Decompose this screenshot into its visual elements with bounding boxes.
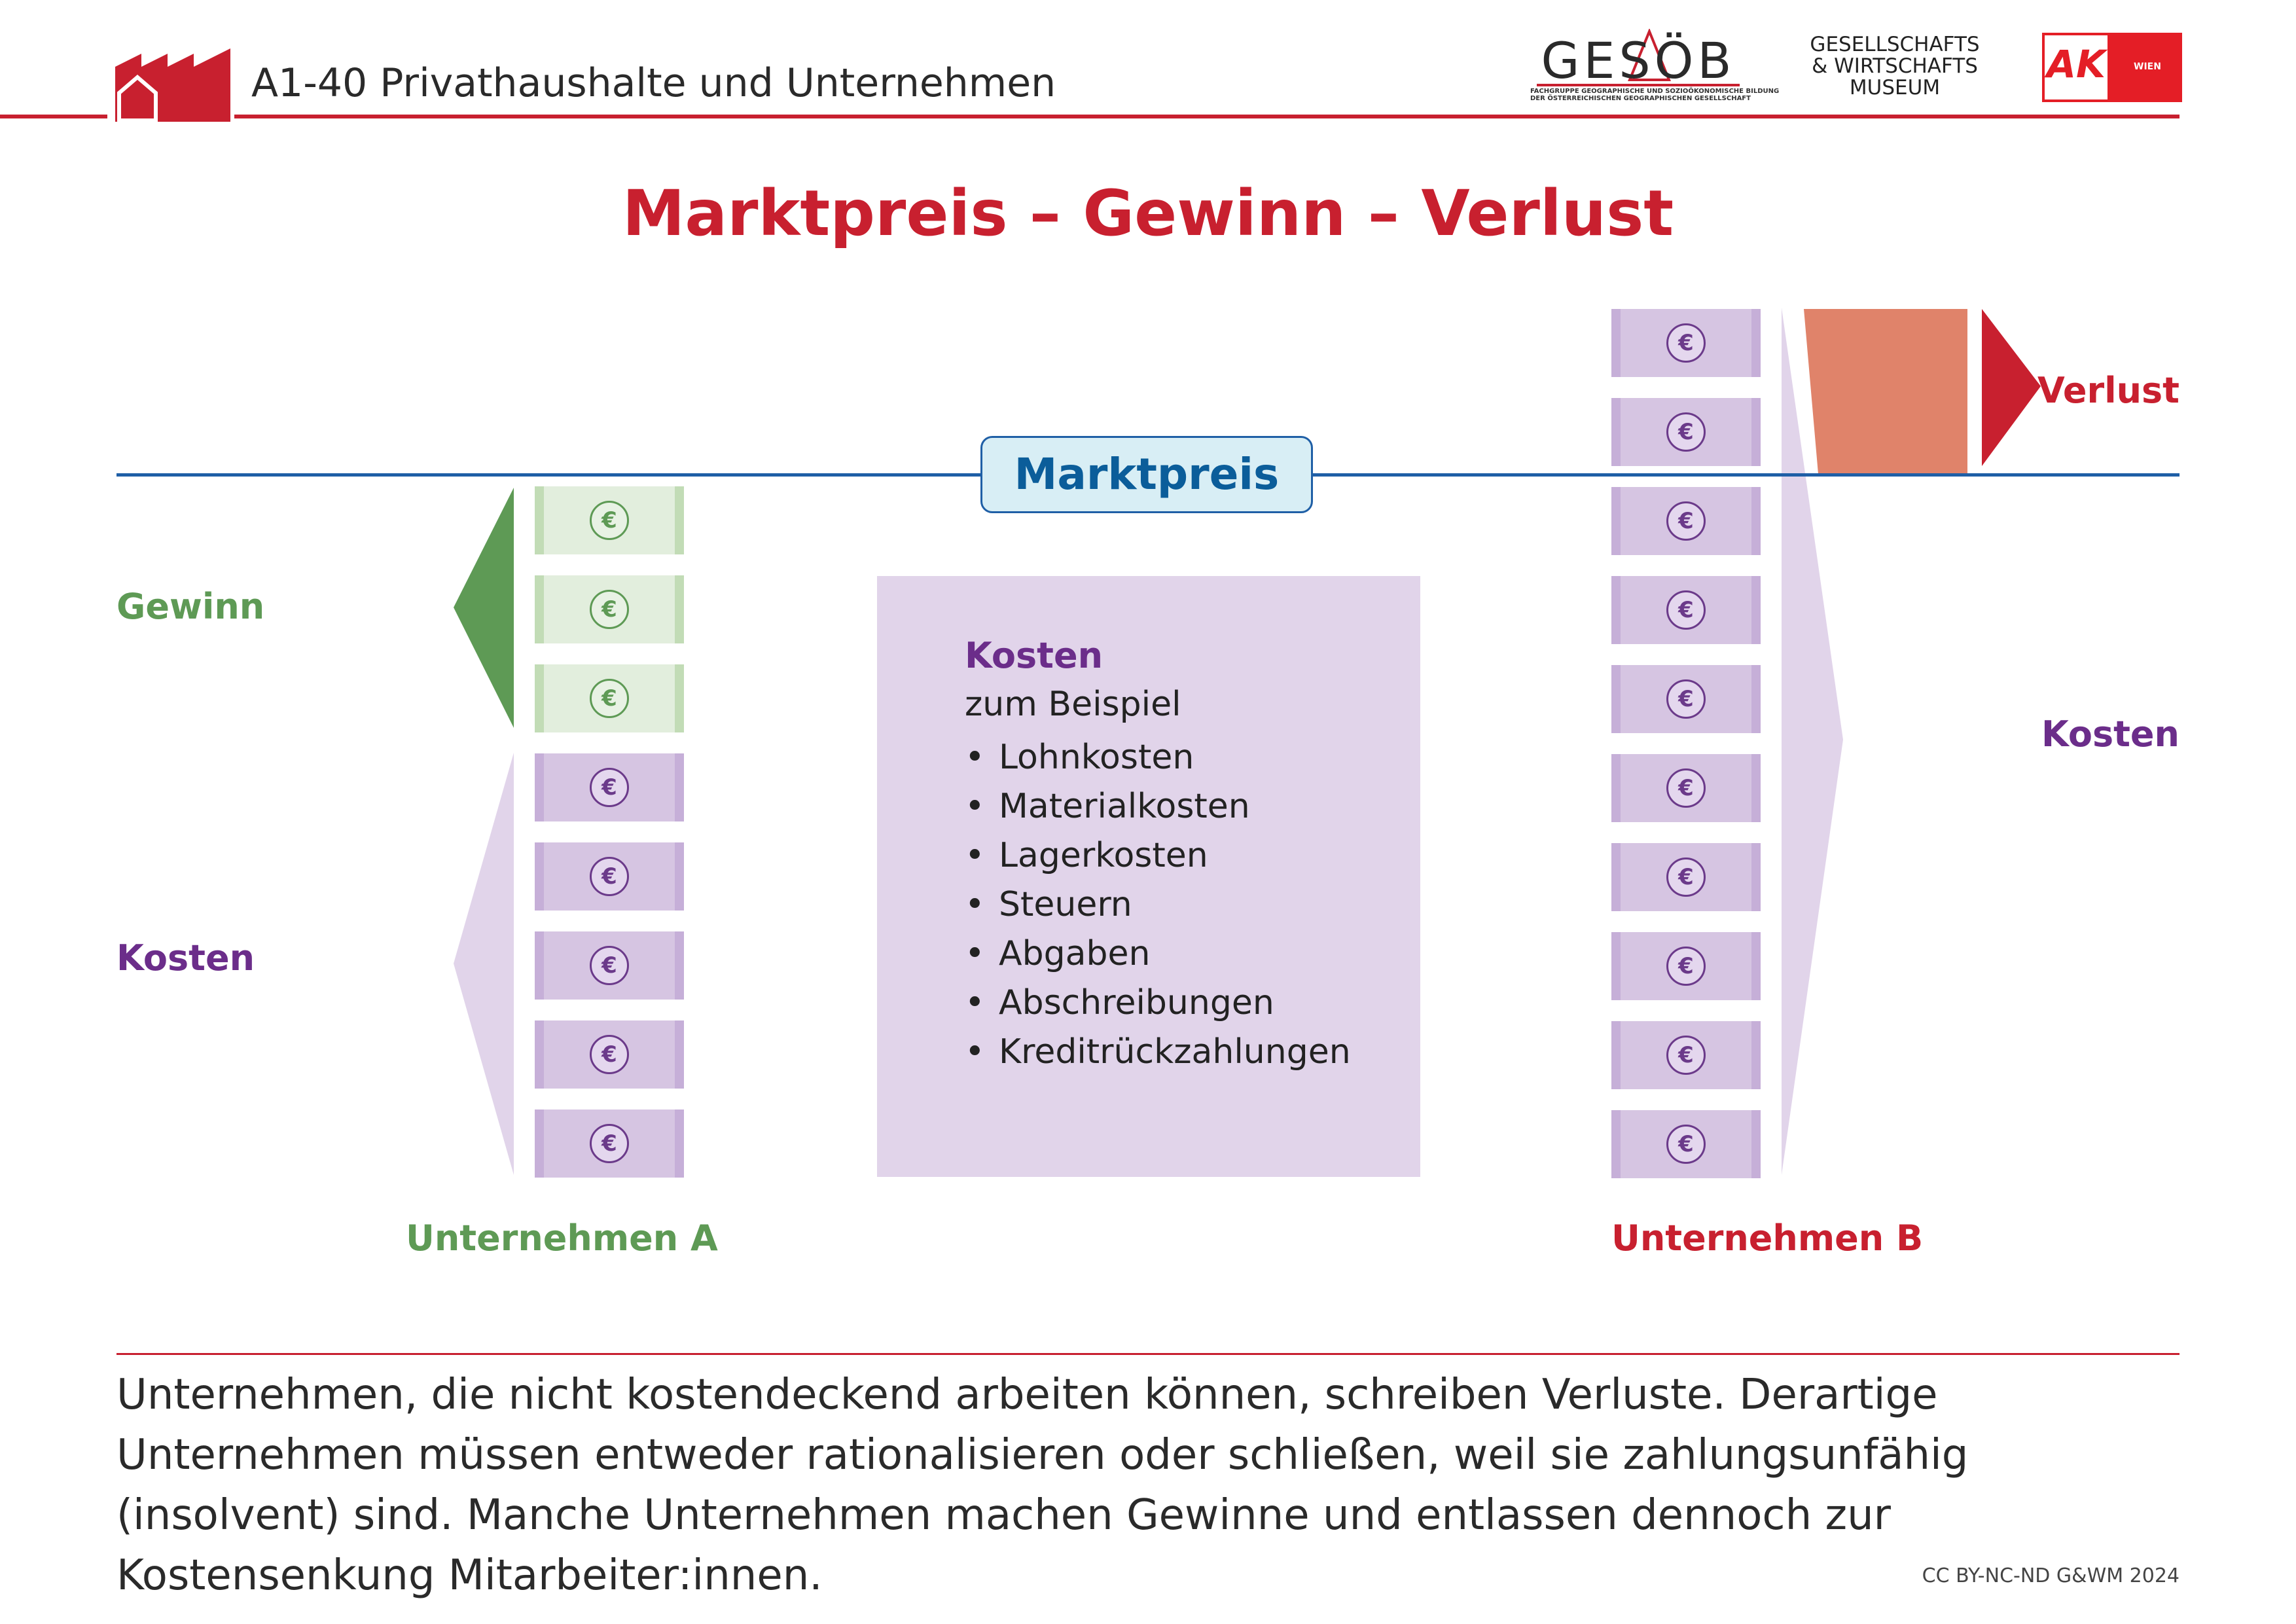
euro-icon: €: [1666, 501, 1706, 541]
header-title: A1-40 Privathaushalte und Unternehmen: [251, 60, 1056, 106]
footer-rule: [117, 1353, 2179, 1355]
gwm-logo-line-1: GESELLSCHAFTS: [1810, 33, 1980, 56]
cost-banknote: €: [1611, 1021, 1761, 1089]
profit-banknote: €: [535, 486, 684, 554]
company-b-label: Unternehmen B: [1611, 1218, 1924, 1259]
euro-icon: €: [590, 590, 629, 629]
list-item: Abschreibungen: [965, 979, 1351, 1028]
ak-logo-text: AK: [2047, 42, 2106, 86]
page-title: Marktpreis – Gewinn – Verlust: [622, 177, 1674, 250]
cost-banknote: €: [535, 753, 684, 821]
gesob-logo-subtitle-2: DER ÖSTERREICHISCHEN GEOGRAPHISCHEN GESE…: [1530, 95, 1751, 102]
cost-banknote: €: [1611, 754, 1761, 822]
euro-icon: €: [1666, 323, 1706, 363]
header-rule-left: [0, 115, 107, 118]
header-rule-right: [234, 115, 2179, 118]
list-item: Abgaben: [965, 929, 1351, 979]
euro-icon: €: [590, 946, 629, 985]
list-item: Kreditrückzahlungen: [965, 1028, 1351, 1077]
gwm-logo-line-2: & WIRTSCHAFTS: [1812, 54, 1978, 78]
verlust-label: Verlust: [2037, 370, 2179, 411]
profit-arrow: [454, 488, 514, 728]
cost-banknote: €: [535, 1020, 684, 1089]
euro-icon: €: [590, 679, 629, 718]
cost-banknote: €: [1611, 932, 1761, 1000]
euro-icon: €: [1666, 590, 1706, 630]
euro-icon: €: [1666, 768, 1706, 808]
cost-bracket-right: [1782, 308, 1843, 1175]
cost-bracket-left: [454, 753, 514, 1175]
costs-box-subtitle: zum Beispiel: [965, 685, 1181, 724]
euro-icon: €: [590, 501, 629, 540]
market-price-label: Marktpreis: [980, 436, 1313, 513]
cost-banknote: €: [1611, 487, 1761, 555]
cost-banknote: €: [535, 1110, 684, 1178]
cost-banknote: €: [1611, 1110, 1761, 1178]
cost-banknote: €: [1611, 665, 1761, 733]
euro-icon: €: [1666, 857, 1706, 897]
cost-banknote: €: [1611, 309, 1761, 377]
euro-icon: €: [590, 1124, 629, 1163]
euro-icon: €: [590, 857, 629, 896]
profit-banknote: €: [535, 664, 684, 732]
costs-box-title: Kosten: [965, 635, 1103, 676]
gewinn-label: Gewinn: [117, 586, 265, 627]
profit-banknote: €: [535, 575, 684, 643]
kosten-label-left: Kosten: [117, 937, 255, 979]
gesob-logo-subtitle-1: FACHGRUPPE GEOGRAPHISCHE UND SOZIOÖKONOM…: [1530, 88, 1780, 95]
euro-icon: €: [1666, 412, 1706, 452]
euro-icon: €: [1666, 947, 1706, 986]
loss-arrow: [1982, 309, 2041, 466]
euro-icon: €: [1666, 1036, 1706, 1075]
cost-banknote: €: [1611, 843, 1761, 911]
costs-list: Lohnkosten Materialkosten Lagerkosten St…: [965, 733, 1351, 1077]
list-item: Lohnkosten: [965, 733, 1351, 782]
list-item: Materialkosten: [965, 782, 1351, 831]
euro-icon: €: [590, 768, 629, 807]
cost-banknote: €: [1611, 576, 1761, 644]
gwm-logo: GESELLSCHAFTS & WIRTSCHAFTS MUSEUM: [1793, 34, 1996, 99]
cost-banknote: €: [535, 931, 684, 1000]
kosten-label-right: Kosten: [2041, 713, 2179, 755]
ak-logo-wien: WIEN: [2134, 62, 2161, 72]
cost-banknote: €: [535, 842, 684, 911]
loss-block: [1804, 309, 1967, 474]
cost-banknote: €: [1611, 398, 1761, 466]
list-item: Steuern: [965, 880, 1351, 929]
company-a-label: Unternehmen A: [406, 1218, 718, 1259]
euro-icon: €: [1666, 679, 1706, 719]
euro-icon: €: [1666, 1125, 1706, 1164]
euro-icon: €: [590, 1035, 629, 1074]
ak-logo: AK WIEN: [2042, 33, 2182, 102]
gesob-logo-text: GESÖB: [1541, 31, 1736, 90]
gwm-logo-line-3: MUSEUM: [1849, 76, 1941, 99]
list-item: Lagerkosten: [965, 831, 1351, 880]
license-text: CC BY-NC-ND G&WM 2024: [1922, 1564, 2179, 1587]
gesob-logo: GESÖB FACHGRUPPE GEOGRAPHISCHE UND SOZIO…: [1530, 29, 1780, 102]
explanation-text: Unternehmen, die nicht kostendeckend arb…: [117, 1371, 1969, 1600]
factory-icon: [115, 48, 230, 122]
